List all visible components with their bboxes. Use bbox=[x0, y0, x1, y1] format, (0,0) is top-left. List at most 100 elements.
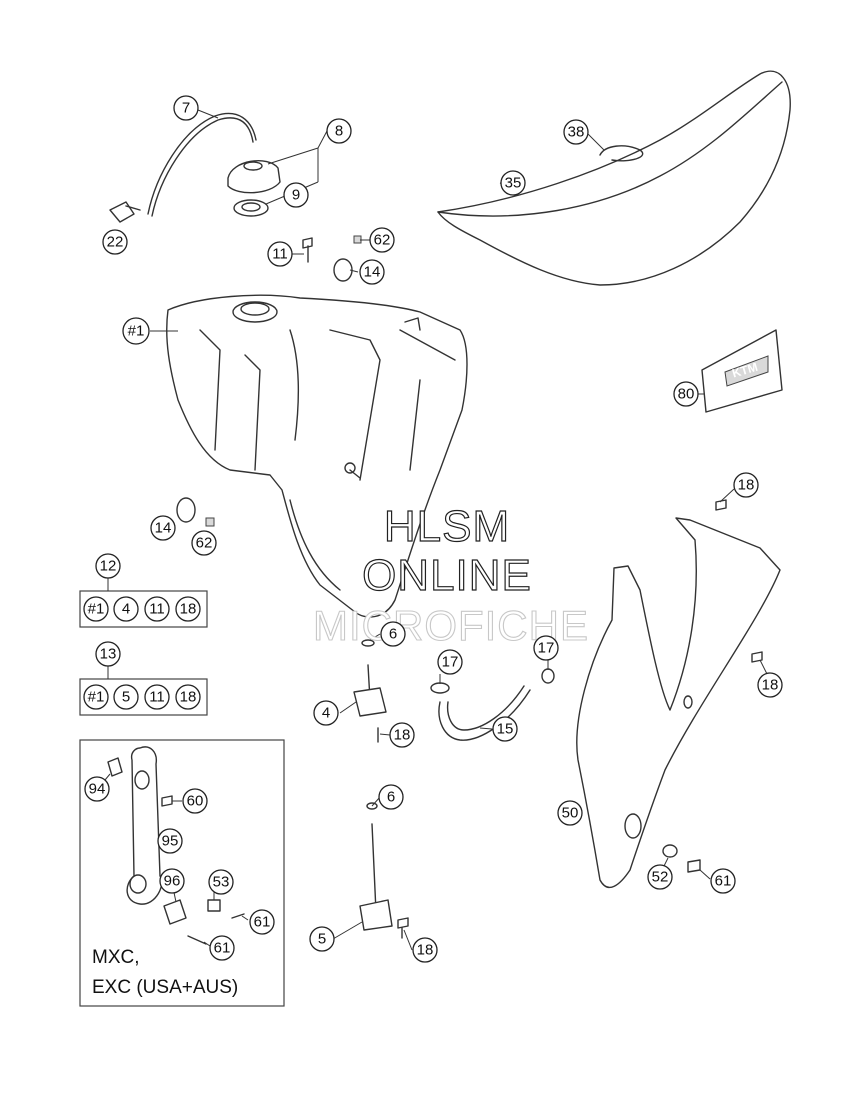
callout-52: 52 bbox=[647, 864, 673, 890]
callout-38: 38 bbox=[563, 119, 589, 145]
svg-text:5: 5 bbox=[122, 689, 130, 706]
bracket-95 bbox=[126, 746, 163, 905]
screw-61a bbox=[231, 913, 245, 919]
fuel-tap-5 bbox=[359, 802, 403, 939]
callout-96: 96 bbox=[159, 868, 185, 894]
kit-12-item-3: 11 bbox=[144, 596, 170, 622]
tank-shroud bbox=[576, 517, 781, 889]
svg-text:18: 18 bbox=[738, 477, 755, 494]
hose-fitting bbox=[109, 201, 141, 223]
callout-17-right: 17 bbox=[533, 635, 559, 661]
kit-13-item-1: #1 bbox=[83, 684, 109, 710]
svg-text:50: 50 bbox=[562, 805, 579, 822]
filler-cap bbox=[227, 160, 281, 194]
kit-12-item-4: 18 bbox=[175, 596, 201, 622]
callout-7: 7 bbox=[173, 95, 199, 121]
svg-text:52: 52 bbox=[652, 869, 669, 886]
seat bbox=[437, 70, 791, 286]
callout-8: 8 bbox=[326, 118, 352, 144]
shroud-washer bbox=[662, 844, 678, 858]
callout-11-top: 11 bbox=[267, 241, 293, 267]
svg-text:62: 62 bbox=[196, 535, 213, 552]
callout-17-left: 17 bbox=[437, 649, 463, 675]
svg-text:11: 11 bbox=[149, 601, 165, 618]
clamp-96 bbox=[163, 899, 187, 925]
callout-62-top: 62 bbox=[369, 227, 395, 253]
rubber-buffer bbox=[333, 258, 353, 282]
callout-6-upper: 6 bbox=[380, 621, 406, 647]
svg-text:#1: #1 bbox=[128, 323, 145, 340]
svg-text:#1: #1 bbox=[88, 689, 105, 706]
svg-text:18: 18 bbox=[180, 601, 197, 618]
shroud-screw-bottom bbox=[687, 859, 701, 873]
variant-box bbox=[79, 739, 285, 1007]
svg-text:5: 5 bbox=[318, 931, 326, 948]
callout-4: 4 bbox=[313, 700, 339, 726]
svg-text:13: 13 bbox=[100, 646, 117, 663]
callout-14-top: 14 bbox=[359, 259, 385, 285]
svg-text:6: 6 bbox=[387, 789, 395, 806]
fuel-line bbox=[438, 685, 531, 741]
callout-80: 80 bbox=[673, 381, 699, 407]
callout-13: 13 bbox=[95, 641, 121, 667]
kit-12-item-2: 4 bbox=[113, 596, 139, 622]
svg-text:17: 17 bbox=[538, 640, 555, 657]
callout-14-mid: 14 bbox=[150, 515, 176, 541]
svg-text:8: 8 bbox=[335, 123, 343, 140]
nut-53 bbox=[207, 899, 221, 912]
callout-22: 22 bbox=[102, 229, 128, 255]
variant-line-2: EXC (USA+AUS) bbox=[92, 977, 238, 998]
callout-15: 15 bbox=[492, 716, 518, 742]
kit-13-item-2: 5 bbox=[113, 684, 139, 710]
svg-text:95: 95 bbox=[162, 833, 179, 850]
callout-5: 5 bbox=[309, 926, 335, 952]
svg-text:18: 18 bbox=[394, 727, 411, 744]
svg-text:22: 22 bbox=[107, 234, 124, 251]
callout-61-box2: 61 bbox=[209, 935, 235, 961]
callout-50: 50 bbox=[557, 800, 583, 826]
callout-62-mid: 62 bbox=[191, 530, 217, 556]
svg-text:11: 11 bbox=[149, 689, 165, 706]
svg-text:4: 4 bbox=[122, 601, 130, 618]
svg-text:12: 12 bbox=[100, 558, 117, 575]
ktm-decal: KTM bbox=[701, 329, 783, 413]
svg-text:62: 62 bbox=[374, 232, 391, 249]
tap-screw-2 bbox=[397, 917, 409, 929]
hose-clamp-left bbox=[430, 682, 450, 694]
callout-6-lower: 6 bbox=[378, 784, 404, 810]
hose-clamp-right bbox=[541, 668, 555, 684]
watermark-line-1: HLSM bbox=[384, 502, 510, 551]
watermark-line-2: ONLINE bbox=[362, 551, 532, 600]
svg-text:17: 17 bbox=[442, 654, 459, 671]
watermark: HLSM ONLINE MICROFICHE bbox=[312, 501, 588, 649]
svg-text:61: 61 bbox=[254, 914, 271, 931]
ktm-logo-text: KTM bbox=[730, 360, 759, 381]
callout-18-shroud-top: 18 bbox=[733, 472, 759, 498]
callout-53: 53 bbox=[208, 869, 234, 895]
callout-18-tap2: 18 bbox=[412, 937, 438, 963]
svg-text:4: 4 bbox=[322, 705, 330, 722]
svg-text:53: 53 bbox=[213, 874, 230, 891]
callout-12: 12 bbox=[95, 553, 121, 579]
callout-61-shroud: 61 bbox=[710, 868, 736, 894]
svg-text:#1: #1 bbox=[88, 601, 105, 618]
svg-text:80: 80 bbox=[678, 386, 695, 403]
svg-text:61: 61 bbox=[214, 940, 231, 957]
fuel-tank bbox=[166, 294, 468, 618]
shroud-screw-mid bbox=[751, 651, 763, 663]
mid-nut bbox=[205, 517, 215, 527]
kit-13-item-3: 11 bbox=[144, 684, 170, 710]
svg-text:18: 18 bbox=[762, 677, 779, 694]
callout-60: 60 bbox=[182, 788, 208, 814]
rubber-buffer-mid bbox=[176, 497, 196, 523]
callout-1: #1 bbox=[122, 317, 150, 345]
svg-text:11: 11 bbox=[272, 246, 288, 263]
callout-94: 94 bbox=[84, 776, 110, 802]
tank-nut bbox=[353, 235, 362, 244]
svg-text:15: 15 bbox=[497, 721, 514, 738]
svg-text:38: 38 bbox=[568, 124, 585, 141]
callout-9: 9 bbox=[283, 182, 309, 208]
spacer-94 bbox=[107, 757, 123, 777]
svg-text:14: 14 bbox=[364, 264, 381, 281]
callout-95: 95 bbox=[157, 828, 183, 854]
